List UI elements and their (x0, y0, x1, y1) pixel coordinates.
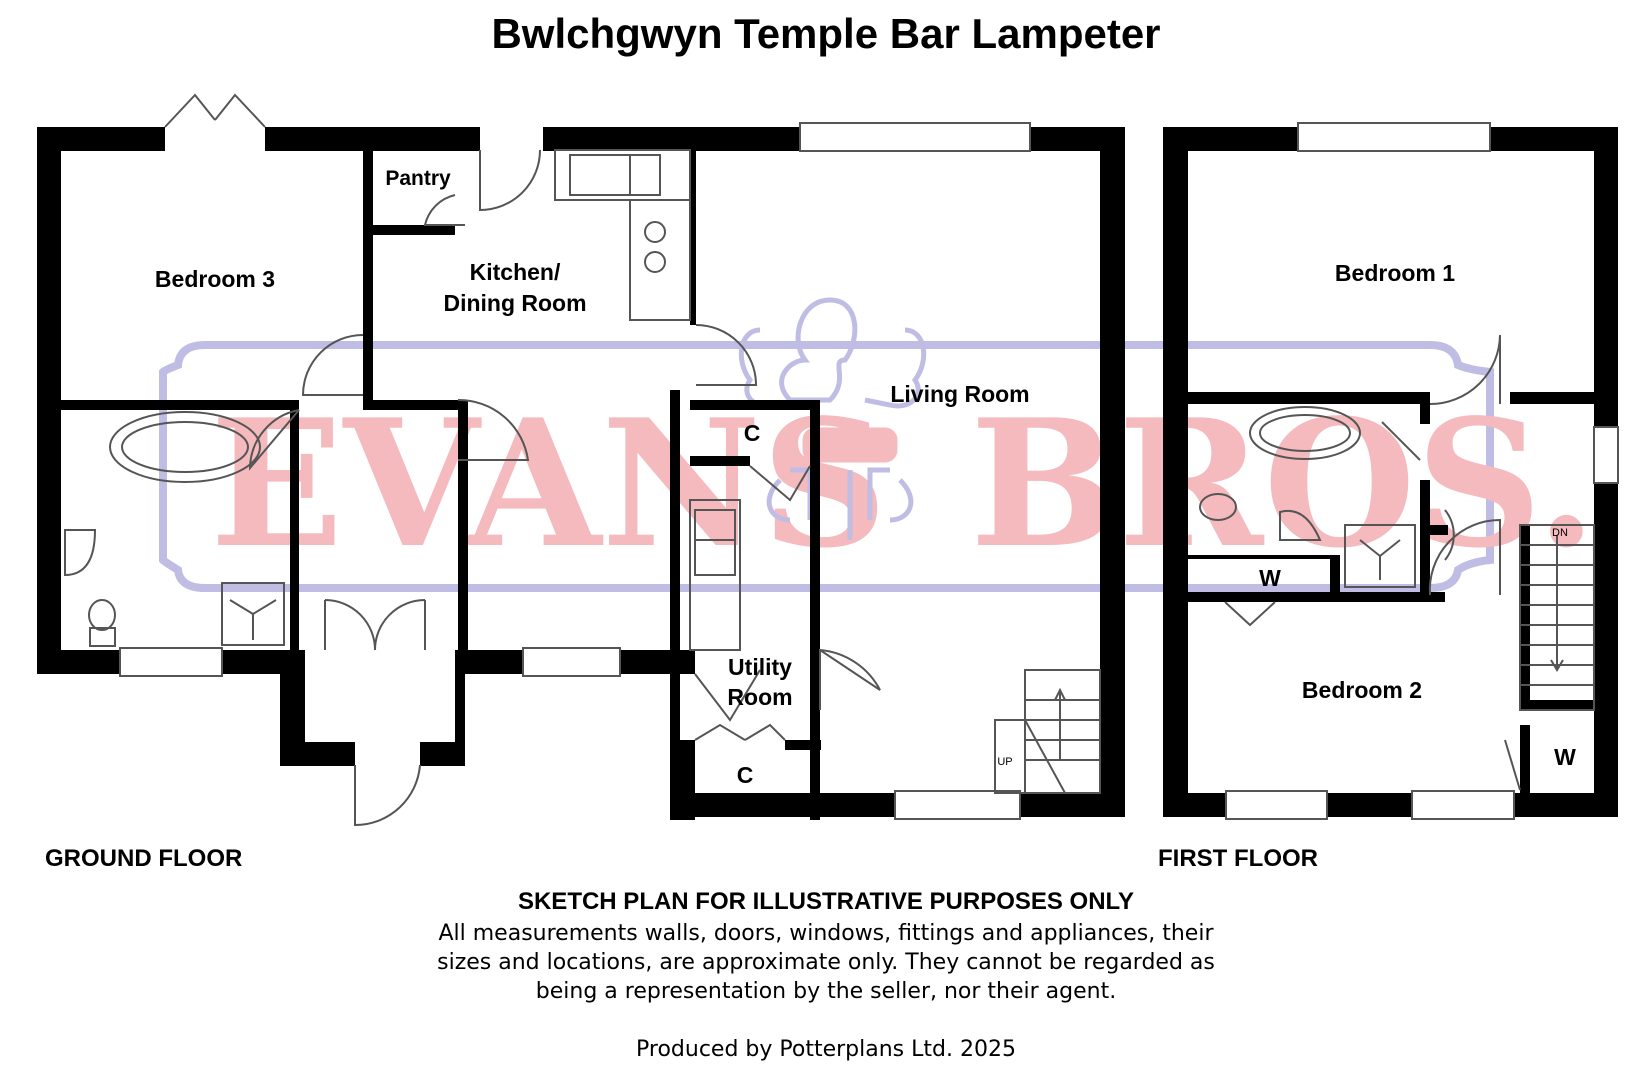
shower-tray-icon (221, 582, 285, 646)
kitchen-fixtures (554, 149, 741, 651)
room-label-pantry: Pantry (385, 167, 451, 190)
room-label-wardrobe-a: W (1259, 565, 1281, 591)
bathroom-fixtures (64, 406, 1416, 647)
stairs-down-label: DN (1552, 527, 1568, 539)
room-label-utility-line2: Room (727, 684, 792, 710)
disclaimer-line-1: All measurements walls, doors, windows, … (438, 921, 1214, 946)
room-label-bedroom1: Bedroom 1 (1335, 260, 1455, 286)
windows (119, 122, 1619, 820)
room-label-cupboard-b: C (737, 762, 754, 788)
plan-title: Bwlchgwyn Temple Bar Lampeter (491, 10, 1161, 57)
utility-counter (689, 499, 741, 651)
first-floor-walls (1163, 127, 1618, 817)
ground-staircase (1024, 669, 1101, 794)
kitchen-sink-icon (569, 154, 631, 196)
watermark-logo: EVANS BROS. (159, 297, 1597, 592)
hob-icon (629, 199, 691, 321)
room-label-bedroom2: Bedroom 2 (1302, 677, 1422, 703)
first-floor-label: FIRST FLOOR (1158, 845, 1318, 872)
room-label-cupboard-a: C (744, 420, 761, 446)
disclaimer-heading: SKETCH PLAN FOR ILLUSTRATIVE PURPOSES ON… (517, 888, 1135, 915)
room-label-kitchen-line1: Kitchen/ (470, 259, 561, 285)
room-label-living: Living Room (890, 381, 1029, 407)
produced-by: Produced by Potterplans Ltd. 2025 (636, 1037, 1016, 1062)
disclaimer-line-2: sizes and locations, are approximate onl… (437, 950, 1215, 975)
bathtub-icon (109, 411, 261, 483)
room-label-kitchen-line2: Dining Room (443, 290, 586, 316)
kitchen-counter (554, 149, 691, 201)
toilet-icon-first-floor (1199, 493, 1237, 521)
room-label-bedroom3: Bedroom 3 (155, 266, 275, 292)
shower-tray-icon-first-floor (1344, 524, 1416, 588)
toilet-icon (88, 599, 116, 631)
disclaimer-line-3: being a representation by the seller, no… (535, 979, 1117, 1004)
stairs-up-label: UP (997, 756, 1012, 768)
sink-icon (64, 529, 97, 577)
ground-floor-walls (37, 127, 1125, 820)
staircases (994, 524, 1595, 794)
room-label-utility-line1: Utility (728, 654, 792, 680)
bathtub-icon-first-floor (1249, 406, 1361, 460)
room-label-wardrobe-b: W (1554, 744, 1576, 770)
ground-floor-label: GROUND FLOOR (45, 845, 243, 872)
door-swings (164, 93, 1521, 827)
sink-icon-first-floor (1279, 509, 1322, 541)
watermark-word-1: EVANS (210, 382, 888, 587)
first-floor-staircase (1519, 524, 1595, 711)
